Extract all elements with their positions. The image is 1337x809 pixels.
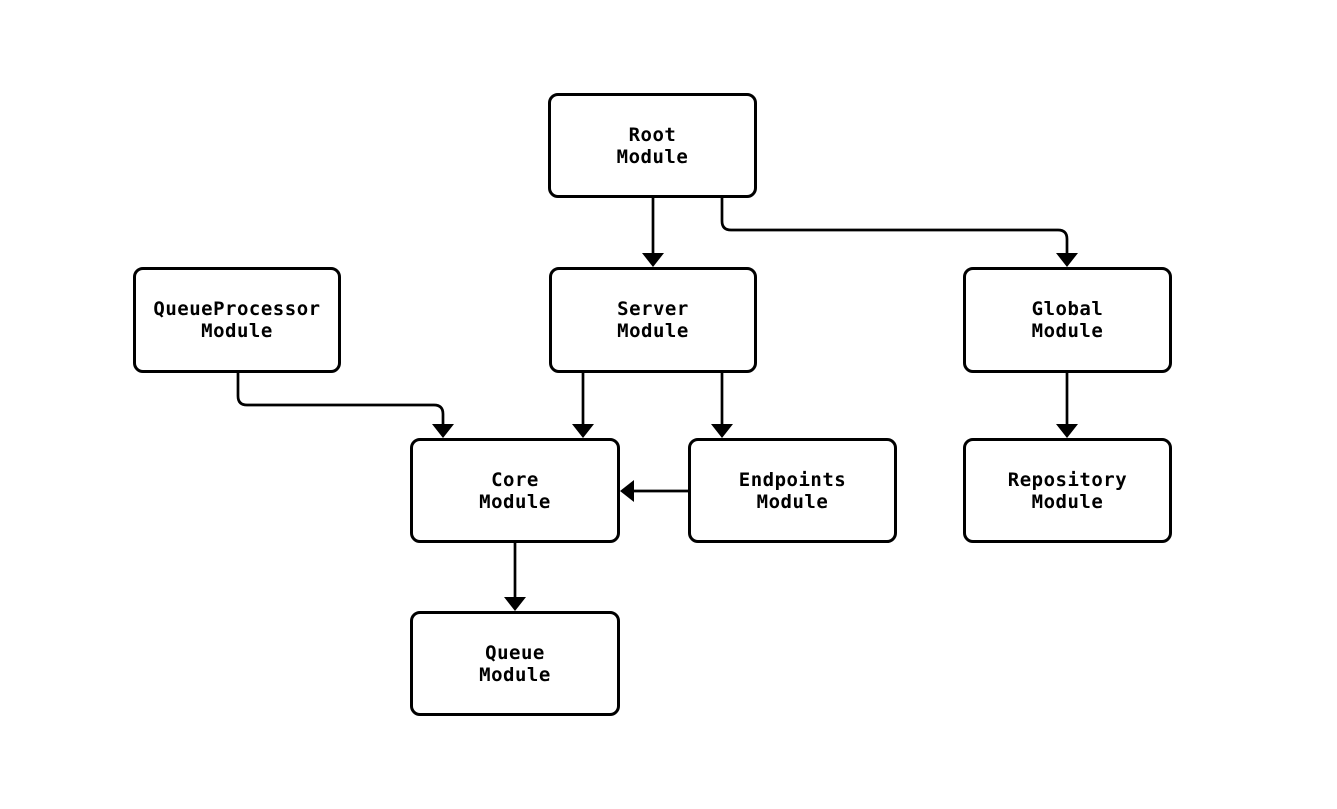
arrowhead-icon	[620, 480, 634, 502]
node-queueprocessor-module: QueueProcessor Module	[133, 267, 341, 373]
node-label: Endpoints Module	[738, 468, 847, 513]
arrowhead-icon	[504, 597, 526, 611]
edge-line	[236, 373, 445, 426]
node-label: Server Module	[617, 298, 689, 342]
arrowhead-icon	[711, 424, 733, 438]
arrowhead-icon	[1056, 424, 1078, 438]
node-queue-module: Queue Module	[410, 611, 620, 716]
node-core-module: Core Module	[410, 438, 620, 543]
node-label: Global Module	[1031, 298, 1104, 342]
arrowhead-icon	[572, 424, 594, 438]
node-label: Core Module	[479, 468, 551, 513]
arrowhead-icon	[432, 424, 454, 438]
edge-line	[720, 198, 1069, 255]
edge-server-to-core	[572, 373, 594, 438]
edge-server-to-endpoints	[711, 373, 733, 438]
edge-root-to-server	[642, 198, 664, 267]
node-label: Queue Module	[479, 641, 551, 686]
node-endpoints-module: Endpoints Module	[688, 438, 897, 543]
edge-core-to-queue	[504, 543, 526, 611]
node-label: QueueProcessor Module	[153, 298, 321, 342]
edge-endpoints-to-core	[620, 480, 688, 502]
node-label: Root Module	[616, 123, 689, 168]
node-label: Repository Module	[1007, 468, 1128, 513]
edge-global-to-repository	[1056, 373, 1078, 438]
edge-queueprocessor-to-core	[236, 373, 454, 438]
arrowhead-icon	[1056, 253, 1078, 267]
arrowhead-icon	[642, 253, 664, 267]
edge-root-to-global	[720, 198, 1078, 267]
node-server-module: Server Module	[549, 267, 757, 373]
node-root-module: Root Module	[548, 93, 757, 198]
node-global-module: Global Module	[963, 267, 1172, 373]
node-repository-module: Repository Module	[963, 438, 1172, 543]
